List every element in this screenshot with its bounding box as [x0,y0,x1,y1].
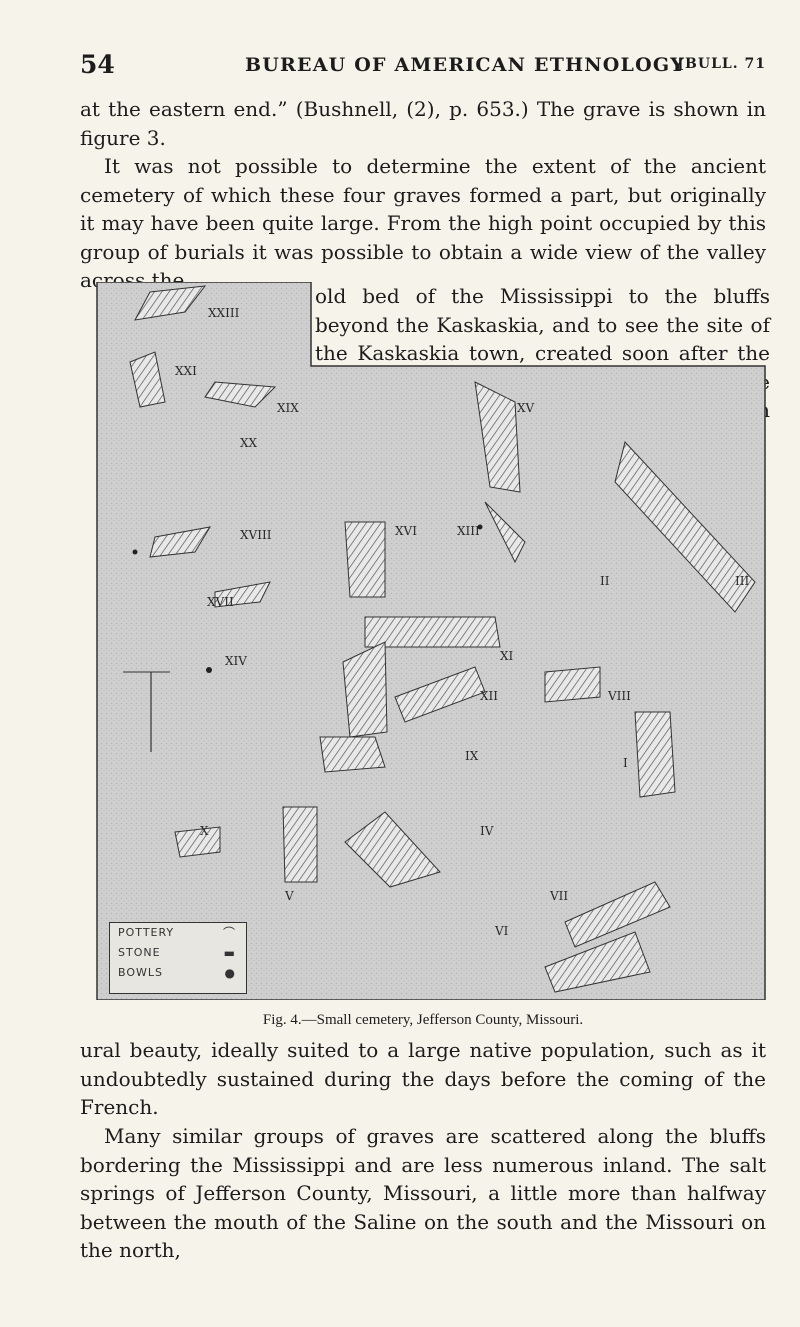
paragraph-3: ural beauty, ideally suited to a large n… [80,1038,766,1119]
svg-text:XVI: XVI [395,524,417,538]
bulletin-number: [BULL. 71 [677,56,766,72]
pottery-symbol-icon: ⌒ [222,926,236,940]
running-title: BUREAU OF AMERICAN ETHNOLOGY [245,54,686,76]
legend-item-bowls: BOWLS ● [110,963,246,983]
grave-slabs [129,285,756,993]
svg-text:X: X [200,824,209,838]
bowl-symbol-icon: ● [224,966,236,980]
svg-text:XIII: XIII [457,524,480,538]
paragraph-2: It was not possible to determine the ext… [80,154,766,292]
svg-text:V: V [284,889,294,903]
page-header: 54 BUREAU OF AMERICAN ETHNOLOGY [BULL. 7… [80,50,766,80]
figure-caption: Fig. 4.—Small cemetery, Jefferson County… [262,1012,584,1028]
svg-text:XI: XI [500,649,514,663]
svg-text:VIII: VIII [607,689,631,703]
svg-text:XVII: XVII [207,595,234,609]
svg-text:II: II [600,574,610,588]
svg-text:I: I [623,756,628,770]
paragraph-1: at the eastern end.” (Bushnell, (2), p. … [80,97,766,150]
cemetery-figure: XXIII XXI XIX XX XV III XVIII XVII XVI X… [95,282,767,1000]
svg-text:XIX: XIX [277,401,299,415]
page-number: 54 [80,50,115,79]
map-legend: POTTERY ⌒ STONE ▬ BOWLS ● [109,922,247,994]
svg-text:XIV: XIV [225,654,247,668]
svg-text:XXI: XXI [175,364,197,378]
legend-item-stone: STONE ▬ [110,943,246,963]
svg-text:XV: XV [517,401,535,415]
svg-text:III: III [735,574,749,588]
svg-text:IX: IX [465,749,479,763]
svg-text:XVIII: XVIII [240,528,272,542]
cemetery-map: XXIII XXI XIX XX XV III XVIII XVII XVI X… [96,282,766,1000]
svg-text:VI: VI [494,924,509,938]
legend-item-pottery: POTTERY ⌒ [110,923,246,943]
stone-symbol-icon: ▬ [223,946,236,960]
svg-text:XX: XX [240,436,258,450]
paragraph-4: Many similar groups of graves are scatte… [80,1124,766,1262]
grave-numerals: XXIII XXI XIX XX XV III XVIII XVII XVI X… [175,306,749,938]
svg-text:XXIII: XXIII [208,306,240,320]
svg-text:XII: XII [480,689,498,703]
svg-text:VII: VII [549,889,568,903]
svg-text:IV: IV [480,824,494,838]
